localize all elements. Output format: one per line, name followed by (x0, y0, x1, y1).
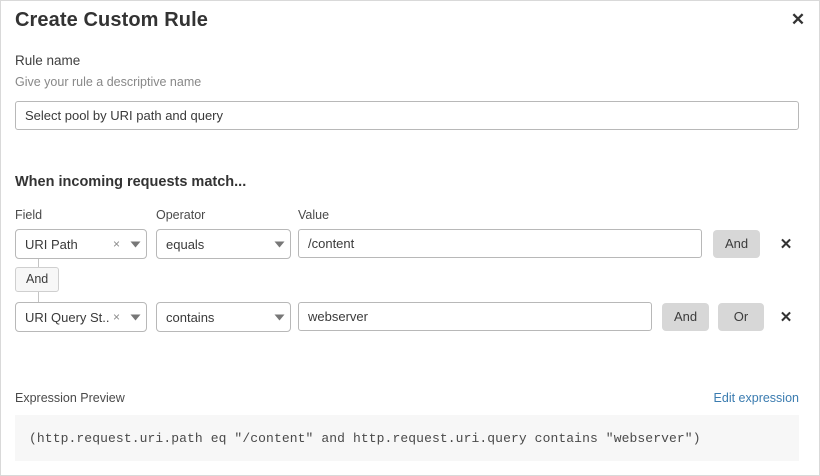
field-select-value: URI Query St... (25, 309, 109, 325)
rule-name-label: Rule name (15, 53, 81, 68)
logic-and-button[interactable]: And (662, 303, 710, 331)
expression-preview-text: (http.request.uri.path eq "/content" and… (29, 430, 701, 446)
value-input[interactable] (298, 229, 702, 258)
match-section-heading: When incoming requests match... (15, 174, 247, 190)
close-icon[interactable]: ✕ (790, 9, 806, 29)
condition-row: URI Query St... × contains And Or ✕ (1, 302, 819, 332)
rule-name-help-text: Give your rule a descriptive name (15, 75, 202, 89)
connector-and-badge[interactable]: And (15, 267, 60, 292)
operator-select[interactable]: equals (156, 229, 291, 259)
chevron-down-icon[interactable] (124, 241, 146, 248)
expression-preview-box: (http.request.uri.path eq "/content" and… (15, 415, 799, 461)
condition-connector: And (15, 259, 145, 303)
chevron-down-icon[interactable] (268, 314, 290, 321)
logic-or-button[interactable]: Or (718, 303, 764, 331)
field-select-value: URI Path (25, 236, 78, 252)
page-title: Create Custom Rule (15, 9, 208, 31)
operator-select[interactable]: contains (156, 302, 291, 332)
chevron-down-icon[interactable] (268, 241, 290, 248)
logic-and-button[interactable]: And (713, 230, 761, 258)
field-select[interactable]: URI Query St... × (15, 302, 147, 332)
column-header-value: Value (298, 208, 330, 222)
condition-row: URI Path × equals And ✕ (1, 229, 819, 259)
field-select[interactable]: URI Path × (15, 229, 147, 259)
delete-condition-icon[interactable]: ✕ (779, 236, 793, 253)
field-clear-icon[interactable]: × (112, 237, 120, 251)
operator-select-value: contains (166, 309, 215, 325)
operator-select-value: equals (166, 236, 205, 252)
expression-preview-label: Expression Preview (15, 391, 125, 405)
edit-expression-link[interactable]: Edit expression (713, 391, 799, 405)
column-header-field: Field (15, 208, 43, 222)
value-input[interactable] (298, 302, 652, 331)
column-header-operator: Operator (156, 208, 206, 222)
rule-name-input[interactable] (15, 101, 799, 130)
delete-condition-icon[interactable]: ✕ (779, 309, 793, 326)
chevron-down-icon[interactable] (124, 314, 146, 321)
field-clear-icon[interactable]: × (112, 310, 120, 324)
